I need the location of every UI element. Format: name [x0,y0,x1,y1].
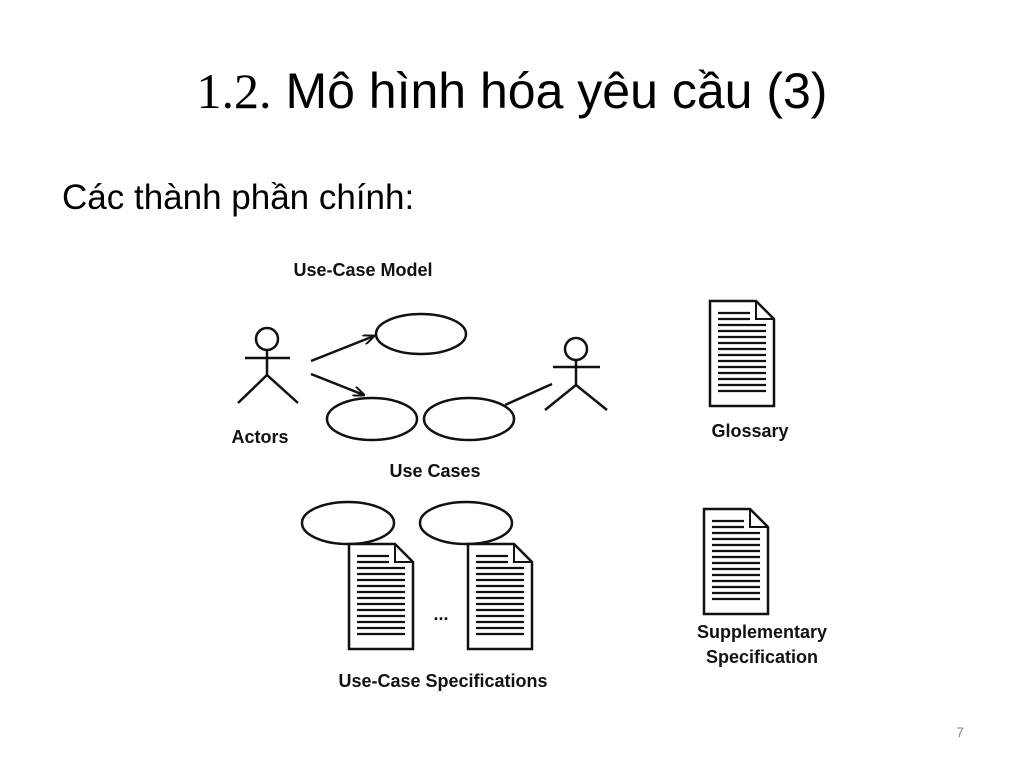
actor-right-icon [544,336,608,411]
slide-subtitle: Các thành phần chính: [62,178,415,217]
use-case-spec-document-icon-right [466,542,534,651]
use-case-spec-document-icon-left [347,542,415,651]
use-case-specifications-label: Use-Case Specifications [338,671,547,691]
association-arrow-top [310,336,374,363]
use-cases-label: Use Cases [389,461,480,481]
glossary-label: Glossary [711,421,788,441]
title-number: 1.2. [196,63,272,119]
supplementary-label-line2: Specification [706,647,818,667]
ellipsis-label: ... [433,604,448,624]
use-case-ellipse-bottom-right [422,396,516,442]
glossary-document-icon [708,299,776,408]
use-case-ellipse-top [374,312,468,356]
page-number: 7 [956,724,964,740]
spec-use-case-ellipse-right [418,500,514,546]
supplementary-label-line1: Supplementary [697,622,827,642]
association-line-right [504,382,553,407]
use-case-model-label: Use-Case Model [293,260,432,280]
slide-title: 1.2. Mô hình hóa yêu cầu (3) [0,62,1024,120]
actors-label: Actors [231,427,288,447]
association-arrow-bottom [310,372,364,395]
supplementary-specification-document-icon [702,507,770,616]
use-case-ellipse-bottom-left [325,396,419,442]
spec-use-case-ellipse-left [300,500,396,546]
actor-left-icon [237,326,299,404]
title-text: Mô hình hóa yêu cầu (3) [271,63,828,119]
